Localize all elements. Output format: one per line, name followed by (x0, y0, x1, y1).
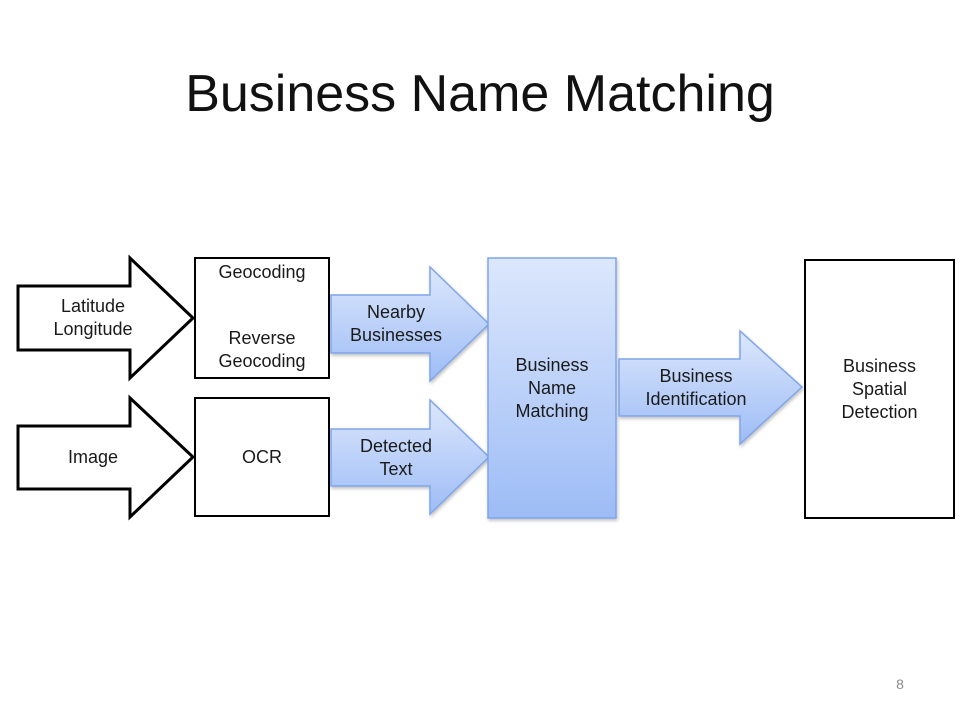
geocoding-label: Geocoding Reverse Geocoding (218, 262, 306, 371)
page-number: 8 (896, 676, 904, 692)
business-spatial-detection-label: Business Spatial Detection (841, 355, 918, 422)
business-name-matching-label: Business Name Matching (515, 354, 589, 421)
geocoding-box (194, 257, 330, 379)
business-identification-label: Business Identification (645, 365, 747, 409)
business-identification-arrow (618, 329, 804, 446)
detected-text-arrow (330, 398, 491, 516)
latlng-input-label: Latitude Longitude (53, 296, 133, 339)
image-input-label: Image (67, 447, 119, 467)
page-title: Business Name Matching (185, 65, 775, 123)
detected-text-label: Detected Text (359, 435, 433, 479)
business-spatial-detection-box (804, 259, 955, 519)
nearby-businesses-label: Nearby Businesses (349, 302, 443, 345)
image-input-arrow (16, 394, 196, 521)
ocr-box (194, 397, 330, 517)
nearby-businesses-arrow (330, 265, 491, 383)
ocr-label: OCR (242, 446, 282, 467)
business-name-matching-box (487, 257, 617, 519)
latlng-input-arrow (16, 254, 196, 382)
